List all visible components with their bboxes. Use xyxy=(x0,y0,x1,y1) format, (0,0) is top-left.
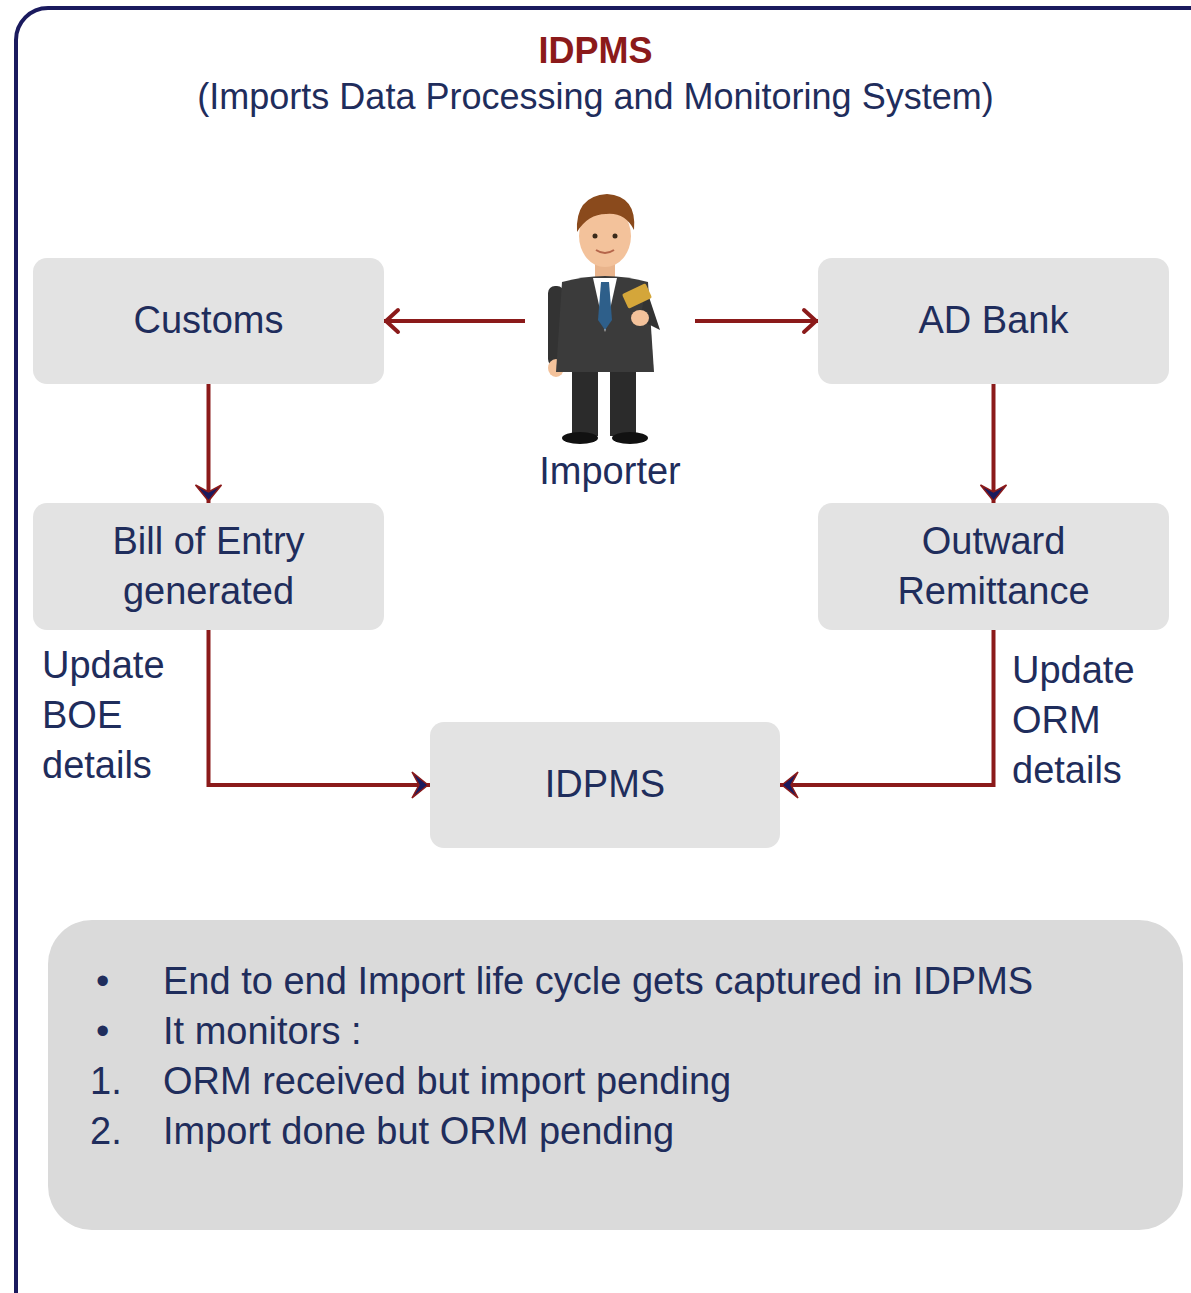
node-text: Outward Remittance xyxy=(832,517,1155,616)
outer-frame xyxy=(16,8,1191,1293)
node-text: IDPMS xyxy=(545,760,665,809)
note-text: Import done but ORM pending xyxy=(163,1106,1153,1156)
edge-label: Update BOE details xyxy=(42,640,204,790)
list-marker: • xyxy=(96,956,109,1006)
node-text: Importer xyxy=(525,450,695,493)
note-text: End to end Import life cycle gets captur… xyxy=(163,956,1153,1006)
note-text: It monitors : xyxy=(163,1006,1153,1056)
flow-arrow xyxy=(780,630,994,785)
list-marker: • xyxy=(96,1006,109,1056)
importer-figure xyxy=(548,194,660,444)
edge-label: Update ORM details xyxy=(1012,645,1182,795)
node-text: AD Bank xyxy=(919,296,1069,345)
process-box: AD Bank xyxy=(818,258,1169,384)
note-text: ORM received but import pending xyxy=(163,1056,1153,1106)
flow-arrow xyxy=(384,319,525,323)
node-text: Bill of Entry generated xyxy=(47,517,370,616)
flow-arrow xyxy=(992,384,996,503)
subtitle-label: (Imports Data Processing and Monitoring … xyxy=(0,76,1191,118)
diagram-title: IDPMS xyxy=(0,30,1191,72)
list-marker: 2. xyxy=(90,1106,122,1156)
notes-panel: End to end Import life cycle gets captur… xyxy=(48,920,1183,1230)
flow-arrow xyxy=(207,384,211,503)
actor-node: Importer xyxy=(525,190,695,502)
flow-arrow xyxy=(209,630,431,785)
process-box: Outward Remittance xyxy=(818,503,1169,630)
flow-arrow xyxy=(695,319,818,323)
process-box: Customs xyxy=(33,258,384,384)
node-text: Customs xyxy=(134,296,284,345)
process-box: Bill of Entry generated xyxy=(33,503,384,630)
system-box: IDPMS xyxy=(430,722,780,848)
list-marker: 1. xyxy=(90,1056,122,1106)
